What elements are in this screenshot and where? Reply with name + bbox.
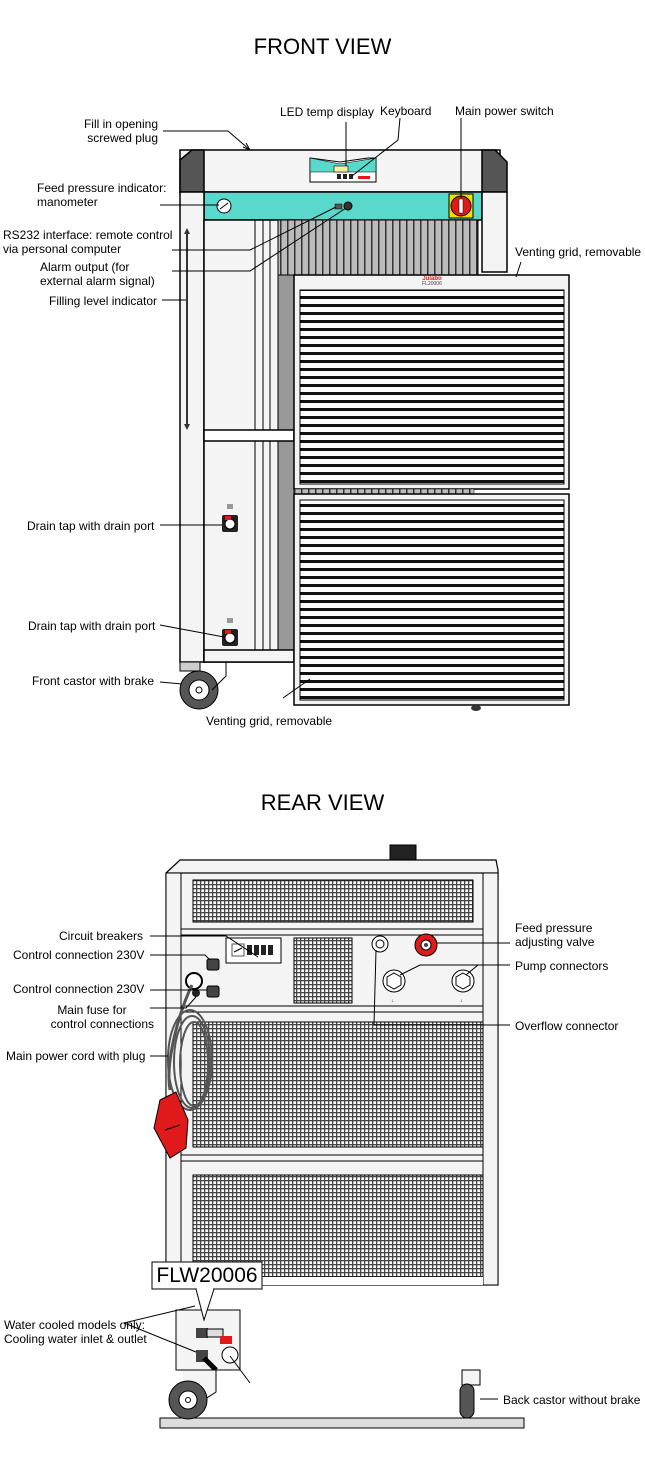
manometer-icon xyxy=(216,198,232,214)
water-inlet-icon xyxy=(196,1328,208,1338)
venting-grid-top xyxy=(293,274,570,490)
label-feed-valve-line2: adjusting valve xyxy=(515,935,595,949)
label-pump-connectors: Pump connectors xyxy=(515,959,609,973)
cooling-water-panel xyxy=(175,1309,241,1372)
label-led-display: LED temp display xyxy=(280,105,375,119)
label-feed-valve: Feed pressure adjusting valve xyxy=(515,921,594,949)
label-feed-valve-line1: Feed pressure xyxy=(515,921,593,935)
feed-pressure-valve-icon xyxy=(414,933,438,957)
rear-leader-lines xyxy=(123,935,510,1400)
label-power-cord: Main power cord with plug xyxy=(6,1049,146,1063)
pump-connector-in-icon: ↓ xyxy=(382,969,406,1004)
label-back-castor: Back castor without brake xyxy=(503,1393,641,1407)
label-water-cooled-line2: Cooling water inlet & outlet xyxy=(4,1332,147,1346)
label-rs232-line1: RS232 interface: remote control xyxy=(3,228,173,242)
label-water-cooled-line1: Water cooled models only: xyxy=(4,1318,145,1332)
label-venting-grid-bottom: Venting grid, removable xyxy=(206,714,333,728)
label-fill-opening: Fill in opening screwed plug xyxy=(40,117,158,145)
rear-view-title: REAR VIEW xyxy=(260,790,385,815)
label-rs232-line2: via personal computer xyxy=(3,242,122,256)
led-display-screen xyxy=(333,165,349,173)
left-corner-cap xyxy=(179,149,205,193)
label-filling-level: Filling level indicator xyxy=(49,294,158,308)
label-rs232: RS232 interface: remote control via pers… xyxy=(3,228,172,256)
front-view-title: FRONT VIEW xyxy=(253,34,392,59)
front-unit xyxy=(179,149,508,663)
label-front-castor: Front castor with brake xyxy=(32,674,155,688)
rear-unit xyxy=(159,844,525,1429)
label-control-connection-2: Control connection 230V xyxy=(13,982,145,996)
main-fuse-icon xyxy=(192,989,200,997)
label-main-fuse-line2: control connections xyxy=(50,1017,154,1031)
key-3 xyxy=(349,174,353,179)
led-temp-display-module xyxy=(309,157,377,183)
label-fill-opening-line1: Fill in opening xyxy=(83,117,158,131)
label-alarm-line2: external alarm signal) xyxy=(40,274,155,288)
key-1 xyxy=(337,174,341,179)
key-2 xyxy=(343,174,347,179)
control-band xyxy=(203,191,483,221)
venting-grid-bottom xyxy=(293,493,570,706)
label-drain-tap-2: Drain tap with drain port xyxy=(28,619,156,633)
label-control-connection-1: Control connection 230V xyxy=(13,948,145,962)
label-fill-opening-line2: screwed plug xyxy=(87,131,158,145)
label-venting-grid-top: Venting grid, removable xyxy=(515,245,642,259)
label-alarm-output: Alarm output (for external alarm signal) xyxy=(40,260,155,288)
pump-connector-out-icon: ↓ xyxy=(451,969,475,1004)
model-plate: FL20006 xyxy=(422,281,442,287)
label-main-power-switch: Main power switch xyxy=(455,104,554,118)
front-leader-lines xyxy=(159,117,522,699)
back-castor-icon xyxy=(459,1369,481,1419)
rear-left-castor-icon xyxy=(168,1369,217,1420)
control-connection-1-icon xyxy=(206,958,220,971)
model-badge-text: FLW20006 xyxy=(156,1264,258,1287)
label-feed-pressure-line2: manometer xyxy=(37,195,98,209)
control-connection-2-icon xyxy=(206,985,220,998)
brand-logo: Julabo xyxy=(422,276,442,282)
right-corner-cap xyxy=(481,149,508,193)
label-drain-tap-1: Drain tap with drain port xyxy=(27,519,155,533)
label-water-cooled: Water cooled models only: Cooling water … xyxy=(4,1318,147,1346)
svg-text:↓: ↓ xyxy=(391,998,394,1004)
label-feed-pressure-indicator: Feed pressure indicator: manometer xyxy=(37,181,166,209)
power-cord-icon xyxy=(167,984,213,1111)
label-main-fuse-line1: Main fuse for xyxy=(57,1003,127,1017)
label-keyboard: Keyboard xyxy=(380,104,432,118)
front-castor-icon xyxy=(179,661,227,710)
rs232-port-icon xyxy=(334,203,343,210)
label-feed-pressure-line1: Feed pressure indicator: xyxy=(37,181,167,195)
drain-tap-2-icon xyxy=(222,618,238,646)
cord-grommet-icon xyxy=(185,972,203,990)
drain-tap-1-icon xyxy=(222,504,238,532)
label-overflow-connector: Overflow connector xyxy=(515,1019,619,1033)
model-badge-box xyxy=(151,1261,263,1290)
label-circuit-breakers: Circuit breakers xyxy=(59,929,144,943)
label-alarm-line1: Alarm output (for xyxy=(40,260,130,274)
power-plug-icon xyxy=(153,1091,189,1159)
label-main-fuse: Main fuse for control connections xyxy=(30,1003,154,1031)
svg-text:↓: ↓ xyxy=(460,998,463,1004)
